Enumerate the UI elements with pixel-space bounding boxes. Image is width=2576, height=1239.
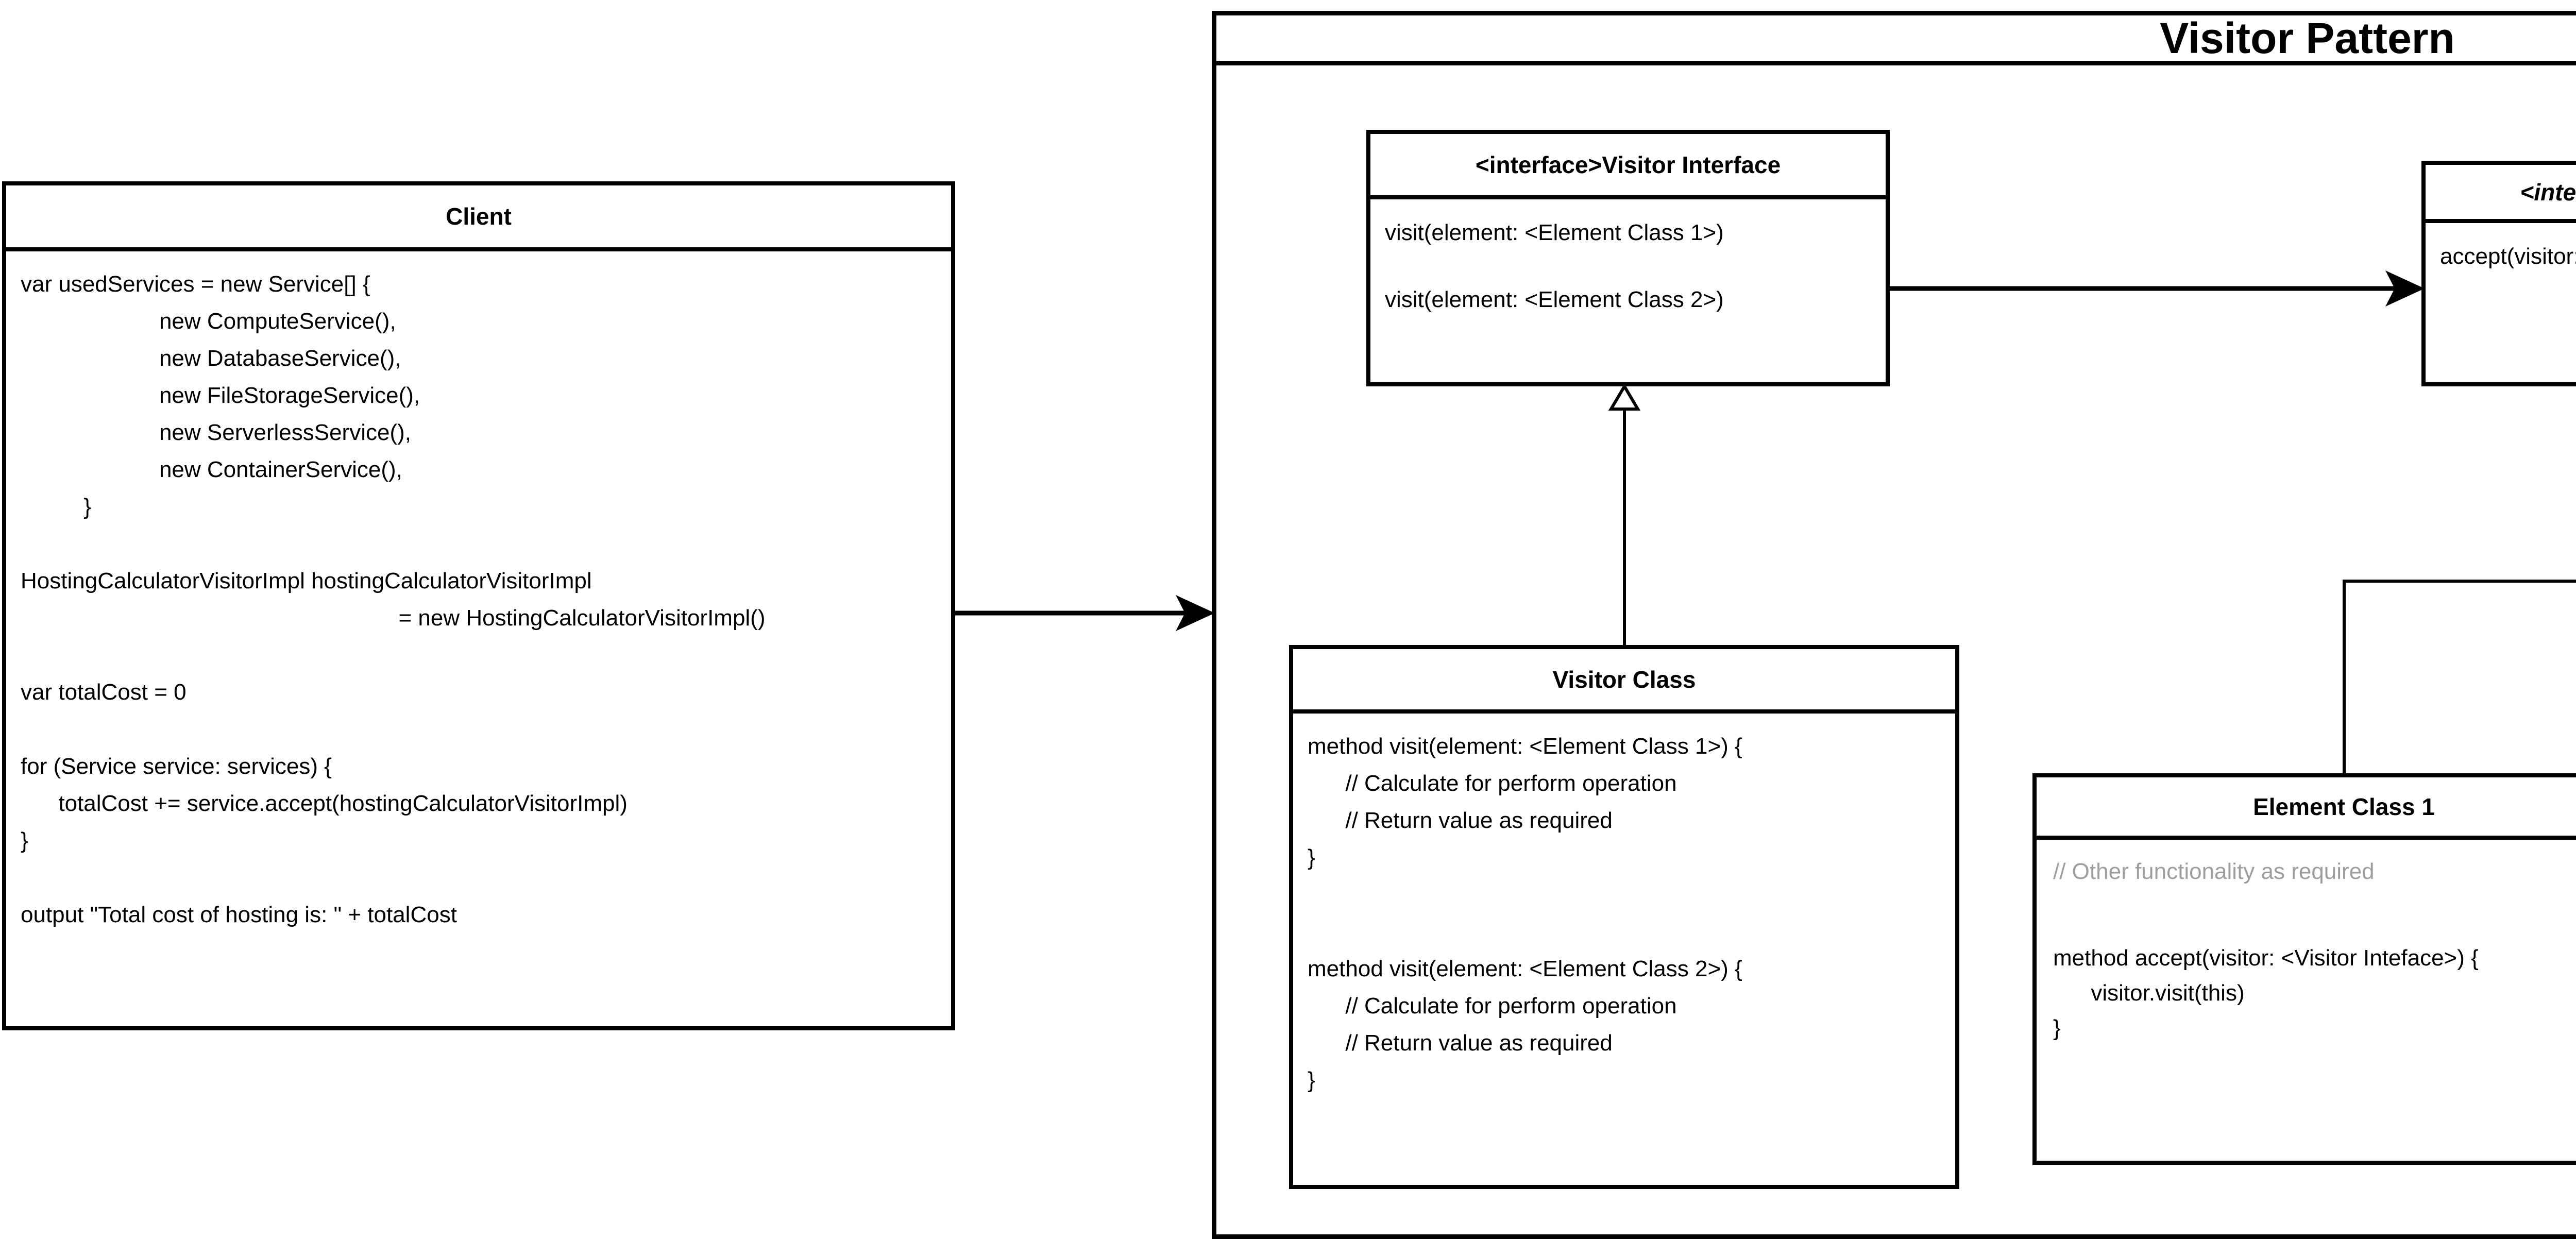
code-line: new DatabaseService(), (21, 346, 401, 371)
code-line: totalCost += service.accept(hostingCalcu… (21, 791, 628, 816)
diagram-title: Visitor Pattern (1216, 14, 2576, 65)
element-class-1-code-block: method accept(visitor: <Visitor Inteface… (2053, 941, 2576, 1046)
code-line: // Calculate for perform operation (1308, 771, 1677, 796)
code-line: // Return value as required (1308, 808, 1613, 833)
code-line: method accept(visitor: <Visitor Inteface… (2053, 945, 2479, 971)
visitor-class-title: Visitor Class (1293, 649, 1955, 714)
client-to-pattern-arrow (955, 595, 1215, 631)
code-line (1308, 876, 1941, 913)
client-box: Client var usedServices = new Service[] … (2, 181, 955, 1030)
code-line: HostingCalculatorVisitorImpl hostingCalc… (21, 568, 592, 593)
code-line: visit(element: <Element Class 2>) (1385, 287, 1724, 312)
code-line (21, 859, 937, 896)
element-class-1-box: Element Class 1 // Other functionality a… (2032, 773, 2576, 1165)
element-class-1-title: Element Class 1 (2037, 777, 2576, 840)
code-line: new ComputeService(), (21, 309, 396, 334)
element-class-1-comment: // Other functionality as required (2053, 859, 2375, 884)
code-line (21, 525, 937, 563)
visitor-class-code-block: method visit(element: <Element Class 1>)… (1293, 714, 1955, 1113)
code-line (1308, 913, 1941, 951)
visitor-interface-methods: visit(element: <Element Class 1>) visit(e… (1370, 199, 1886, 333)
code-line: // Calculate for perform operation (1308, 993, 1677, 1019)
code-line: new ContainerService(), (21, 457, 402, 482)
code-line: } (2053, 1015, 2061, 1041)
code-line: } (1308, 1067, 1315, 1093)
code-line: new ServerlessService(), (21, 420, 411, 445)
client-box-title: Client (6, 185, 951, 251)
code-line: new FileStorageService(), (21, 383, 420, 408)
element-class-1-body: // Other functionality as required metho… (2037, 840, 2576, 1046)
code-line: method visit(element: <Element Class 1>)… (1308, 734, 1742, 759)
code-line: } (21, 494, 91, 519)
code-line: accept(visitor: <Visitor Interface>) (2440, 244, 2576, 269)
code-line: visit(element: <Element Class 1>) (1385, 220, 1724, 245)
code-line: for (Service service: services) { (21, 754, 332, 779)
code-line: output "Total cost of hosting is: " + to… (21, 902, 457, 927)
element-interface-title: <interface>Element Interface (2426, 165, 2576, 223)
code-line (21, 711, 937, 748)
code-line: visitor.visit(this) (2053, 980, 2245, 1006)
code-line: var usedServices = new Service[] { (21, 271, 370, 297)
code-line: var totalCost = 0 (21, 680, 187, 705)
client-arrowhead-icon (1176, 595, 1215, 631)
visitor-class-box: Visitor Class method visit(element: <Ele… (1289, 645, 1959, 1189)
visitor-interface-box: <interface>Visitor Interface visit(eleme… (1366, 130, 1890, 386)
visitor-interface-title: <interface>Visitor Interface (1370, 134, 1886, 199)
element-interface-box: <interface>Element Interface accept(visi… (2421, 161, 2576, 386)
code-line: // Return value as required (1308, 1030, 1613, 1056)
code-line: method visit(element: <Element Class 2>)… (1308, 956, 1742, 981)
code-line (21, 637, 937, 674)
code-line: } (21, 828, 28, 853)
code-line: = new HostingCalculatorVisitorImpl() (21, 605, 766, 631)
element-interface-methods: accept(visitor: <Visitor Interface>) (2426, 223, 2576, 290)
client-code-block: var usedServices = new Service[] { new C… (6, 251, 951, 948)
code-line: } (1308, 845, 1315, 870)
